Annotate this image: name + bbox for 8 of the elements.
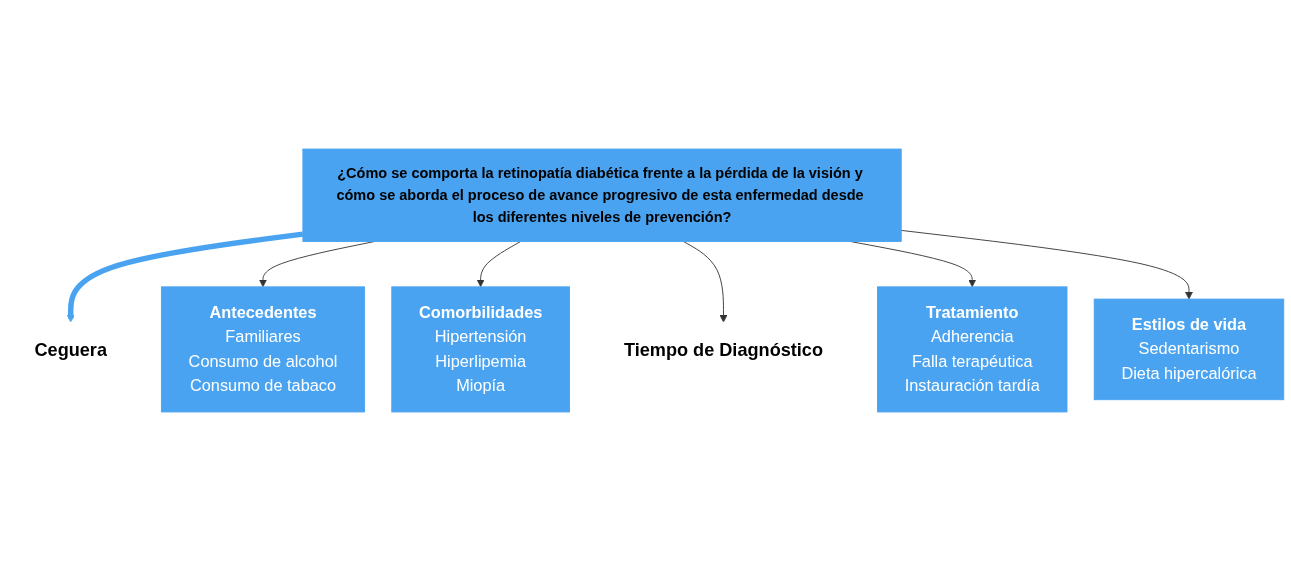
arrow xyxy=(66,231,304,323)
node-box: Comorbilidades Hipertensión Hiperlipemia Miopía xyxy=(391,286,570,413)
node-text: Ceguera xyxy=(34,339,108,360)
node-box: Tratamiento Adherencia Falla terapéutica Instauración tardía xyxy=(877,286,1068,413)
node-box: Estilos de vida Sedentarismo Dieta hipercalórica xyxy=(1093,298,1285,401)
node-box: Antecedentes Familiares Consumo de alcohol Consumo de tabaco xyxy=(160,286,366,413)
node-box: ¿Cómo se comporta la retinopatía diabética frente a la pérdida de la visión y cómo se aborda el proceso de avance progresivo de esta enfermedad desde los diferentes niveles de prevención? xyxy=(302,148,902,242)
node-text: Tiempo de Diagnóstico xyxy=(623,339,824,360)
